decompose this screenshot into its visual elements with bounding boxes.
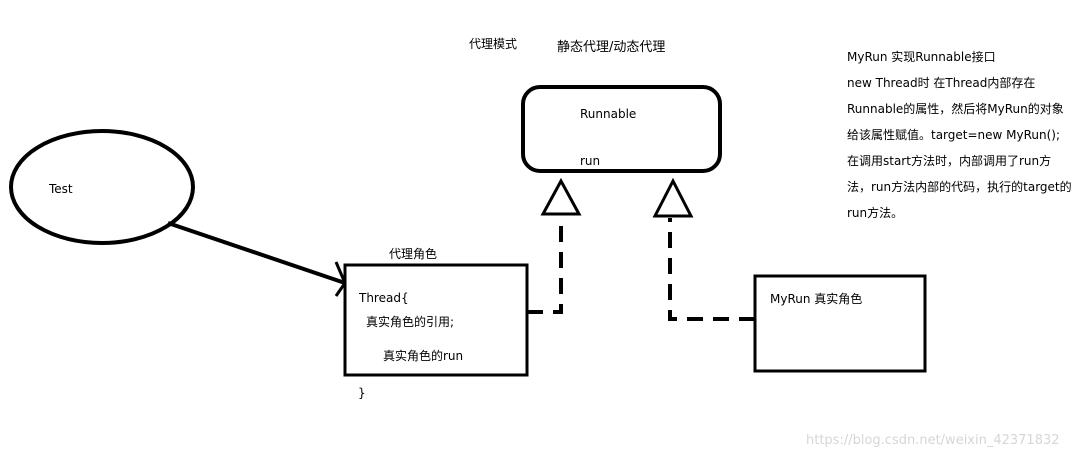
watermark: https://blog.csdn.net/weixin_42371832 xyxy=(806,433,1060,448)
note-line: Runnable的属性，然后将MyRun的对象 xyxy=(847,102,1064,116)
myrun-realization-line xyxy=(668,218,755,321)
note-line: 在调用start方法时，内部调用了run方 xyxy=(847,154,1052,168)
runnable-box xyxy=(521,85,722,173)
test-ellipse xyxy=(9,129,195,245)
myrun-box xyxy=(753,274,927,373)
runnable-name: Runnable xyxy=(580,107,637,121)
thread-realization-arrowhead xyxy=(540,177,582,216)
note-line: 法，run方法内部的代码，执行的target的 xyxy=(847,180,1072,194)
test-to-thread-arrowhead xyxy=(334,261,347,297)
runnable-method: run xyxy=(580,154,601,168)
proxy-pattern-label: 代理模式 xyxy=(469,37,518,51)
note-line: run方法。 xyxy=(847,206,904,220)
note-line: MyRun 实现Runnable接口 xyxy=(847,50,996,64)
explanation-notes: MyRun 实现Runnable接口 new Thread时 在Thread内部… xyxy=(847,50,1087,232)
myrun-realization-arrowhead xyxy=(652,177,694,218)
test-to-thread-line xyxy=(167,221,346,285)
static-dynamic-proxy-label: 静态代理/动态代理 xyxy=(557,40,666,55)
thread-realization-line xyxy=(527,216,563,314)
thread-real-role-reference: 真实角色的引用; xyxy=(366,315,455,329)
thread-real-role-run: 真实角色的run xyxy=(383,349,464,363)
myrun-label: MyRun 真实角色 xyxy=(770,292,863,306)
thread-closing-brace: } xyxy=(358,386,366,400)
note-line: new Thread时 在Thread内部存在 xyxy=(847,76,1036,90)
proxy-role-label: 代理角色 xyxy=(389,247,438,261)
thread-class-line: Thread{ xyxy=(359,291,409,305)
note-line: 给该属性赋值。target=new MyRun(); xyxy=(847,128,1061,142)
thread-box xyxy=(343,263,529,377)
test-label: Test xyxy=(49,182,73,196)
